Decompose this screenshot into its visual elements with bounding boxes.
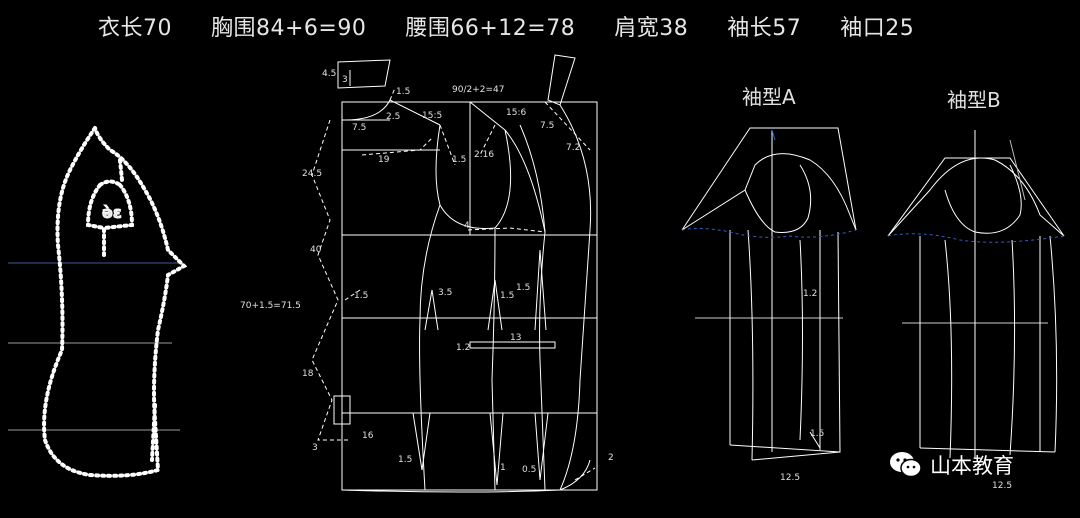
- header-item-sleeve-length: 袖长57: [727, 16, 802, 41]
- pattern-label: 24.5: [302, 169, 322, 179]
- header-item-shoulder: 肩宽38: [614, 16, 689, 41]
- sleeve-b-label: 12.5: [992, 481, 1012, 491]
- pattern-label: 1.5: [516, 283, 530, 293]
- pattern-label: 4: [464, 221, 470, 231]
- pattern-label: 13: [510, 333, 521, 343]
- pattern-label: 3.5: [438, 288, 452, 298]
- pattern-label: 2: [608, 453, 614, 463]
- sleeve-a-label: 1.2: [803, 289, 817, 299]
- pattern-label: 1.5: [396, 87, 410, 97]
- sleeve-b-diagram: 袖型B 12.5: [887, 88, 1065, 491]
- pattern-label: 4.5: [322, 69, 336, 79]
- sleeve-a-diagram: 袖型A 1.2 1.5 12.5: [681, 85, 857, 483]
- watermark-text: 山本教育: [930, 454, 1014, 478]
- pattern-label: 1: [500, 463, 506, 473]
- pattern-label: 1.5: [354, 291, 368, 301]
- header-item-length: 衣长70: [98, 16, 172, 41]
- body-figure: ə̀ɛ: [8, 126, 188, 478]
- pattern-label: 1.5: [452, 155, 466, 165]
- body-mark: ə̀ɛ: [102, 203, 122, 222]
- pattern-label: 1.5: [500, 291, 514, 301]
- watermark: 山本教育: [888, 450, 1014, 480]
- bodice-labels: 4.5 3 1.5 90/2+2=47 7.5 2.5 15:5 15:6 7.…: [240, 69, 614, 475]
- header-item-chest: 胸围84+6=90: [211, 16, 367, 41]
- header-item-cuff: 袖口25: [840, 16, 915, 41]
- pattern-label: 2.16: [474, 150, 494, 160]
- pattern-label: 7.5: [352, 123, 366, 133]
- pattern-label: 7.5: [540, 121, 554, 131]
- pattern-label: 15:6: [506, 108, 526, 118]
- pattern-label: 0.5: [522, 465, 536, 475]
- pattern-label: 1.5: [398, 455, 412, 465]
- sleeve-a-title: 袖型A: [742, 85, 796, 109]
- pattern-label: 7.2: [566, 143, 580, 153]
- sleeve-a-label: 12.5: [780, 473, 800, 483]
- header-item-waist: 腰围66+12=78: [405, 16, 576, 41]
- pattern-label: 16: [362, 431, 374, 441]
- bodice-pattern: [311, 54, 598, 493]
- pattern-label: 18: [302, 369, 314, 379]
- pattern-label: 2.5: [386, 112, 400, 122]
- sleeve-a-label: 1.5: [810, 429, 824, 439]
- pattern-label: 15:5: [422, 111, 442, 121]
- pattern-label: 1.2: [456, 343, 470, 353]
- wechat-icon: [890, 452, 922, 478]
- pattern-label: 70+1.5=71.5: [240, 301, 301, 311]
- pattern-label: 40: [310, 245, 322, 255]
- measurement-header: 衣长70 胸围84+6=90 腰围66+12=78 肩宽38 袖长57 袖口25: [98, 10, 918, 42]
- pattern-label: 3: [312, 443, 318, 453]
- sleeve-b-title: 袖型B: [947, 88, 1001, 112]
- pattern-label: 90/2+2=47: [452, 85, 504, 95]
- pattern-label: 3: [342, 75, 348, 85]
- pattern-label: 19: [378, 155, 390, 165]
